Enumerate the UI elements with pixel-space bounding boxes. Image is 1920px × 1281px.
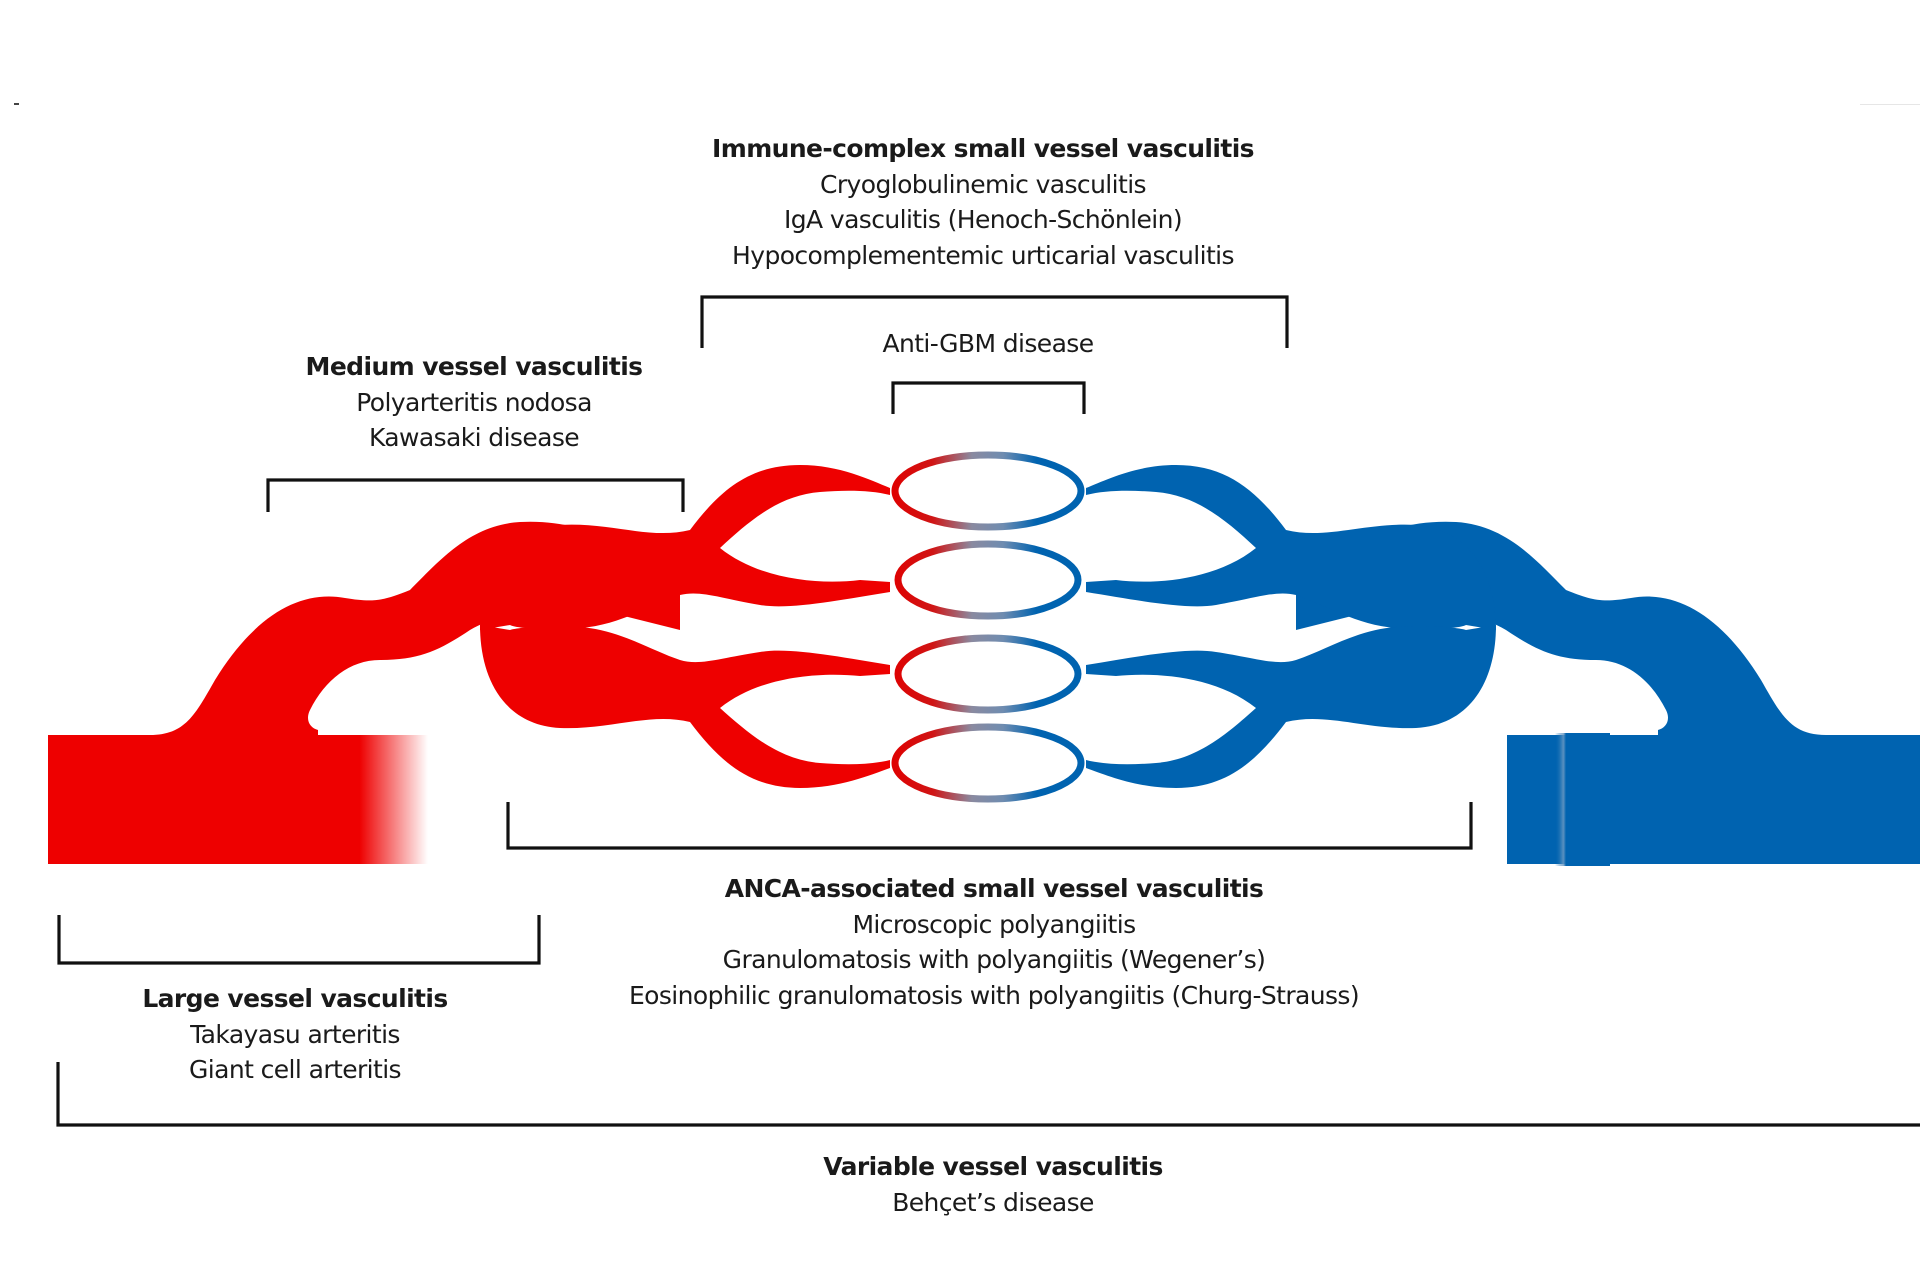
- large-vessel-title: Large vessel vasculitis: [142, 984, 448, 1013]
- medium-vessel-label: Medium vessel vasculitis Polyarteritis n…: [305, 349, 644, 456]
- arterial-side: [48, 465, 890, 864]
- immune-complex-item: IgA vasculitis (Henoch-Schönlein): [783, 205, 1183, 234]
- capillary-loop-4: [891, 723, 1085, 803]
- edge-tick-mark-right: [1860, 104, 1920, 105]
- medium-vein-upper: [1086, 465, 1496, 630]
- anti-gbm-bracket: [891, 381, 1086, 414]
- large-vessel-label: Large vessel vasculitis Takayasu arterit…: [142, 981, 448, 1088]
- large-artery: [48, 735, 428, 864]
- immune-complex-item: Hypocomplementemic urticarial vasculitis: [732, 240, 1234, 270]
- immune-complex-bracket: [700, 295, 1289, 348]
- anca-title: ANCA-associated small vessel vasculitis: [724, 874, 1264, 903]
- anca-item: Microscopic polyangiitis: [852, 909, 1136, 939]
- capillary-loop-1: [891, 451, 1085, 531]
- anti-gbm-title: Anti-GBM disease: [882, 329, 1094, 358]
- medium-artery-lower: [480, 625, 890, 788]
- immune-complex-title: Immune-complex small vessel vasculitis: [712, 134, 1255, 163]
- medium-vessel-item: Polyarteritis nodosa: [356, 387, 592, 417]
- anca-bracket: [506, 802, 1473, 850]
- capillary-loop-3: [894, 634, 1082, 714]
- capillary-loop-2: [894, 540, 1082, 620]
- capillary-loops: [891, 451, 1085, 803]
- variable-vessel-title: Variable vessel vasculitis: [823, 1152, 1163, 1181]
- medium-vessel-item: Kawasaki disease: [368, 423, 580, 452]
- medium-vessel-title: Medium vessel vasculitis: [305, 352, 644, 381]
- immune-complex-label: Immune-complex small vessel vasculitis C…: [712, 131, 1255, 273]
- medium-vein-lower: [1086, 625, 1496, 788]
- venous-side: [1086, 465, 1920, 864]
- immune-complex-item: Cryoglobulinemic vasculitis: [820, 169, 1147, 199]
- variable-vessel-label: Variable vessel vasculitis Behçet’s dise…: [823, 1149, 1163, 1220]
- anca-item: Eosinophilic granulomatosis with polyang…: [628, 980, 1360, 1010]
- anti-gbm-label: Anti-GBM disease: [882, 326, 1094, 362]
- large-vessel-item: Giant cell arteritis: [189, 1055, 402, 1084]
- large-vessel-bracket: [57, 915, 541, 965]
- variable-vessel-item: Behçet’s disease: [892, 1187, 1094, 1217]
- brackets: [56, 295, 1920, 1127]
- large-vein-fade: [1555, 733, 1610, 866]
- medium-artery-upper: [480, 465, 890, 630]
- anca-label: ANCA-associated small vessel vasculitis …: [628, 871, 1360, 1013]
- edge-tick-mark: [14, 103, 19, 105]
- large-vessel-item: Takayasu arteritis: [190, 1019, 400, 1049]
- anca-item: Granulomatosis with polyangiitis (Wegene…: [722, 945, 1266, 974]
- variable-vessel-bracket: [56, 1062, 1920, 1127]
- medium-vessel-bracket: [266, 478, 685, 512]
